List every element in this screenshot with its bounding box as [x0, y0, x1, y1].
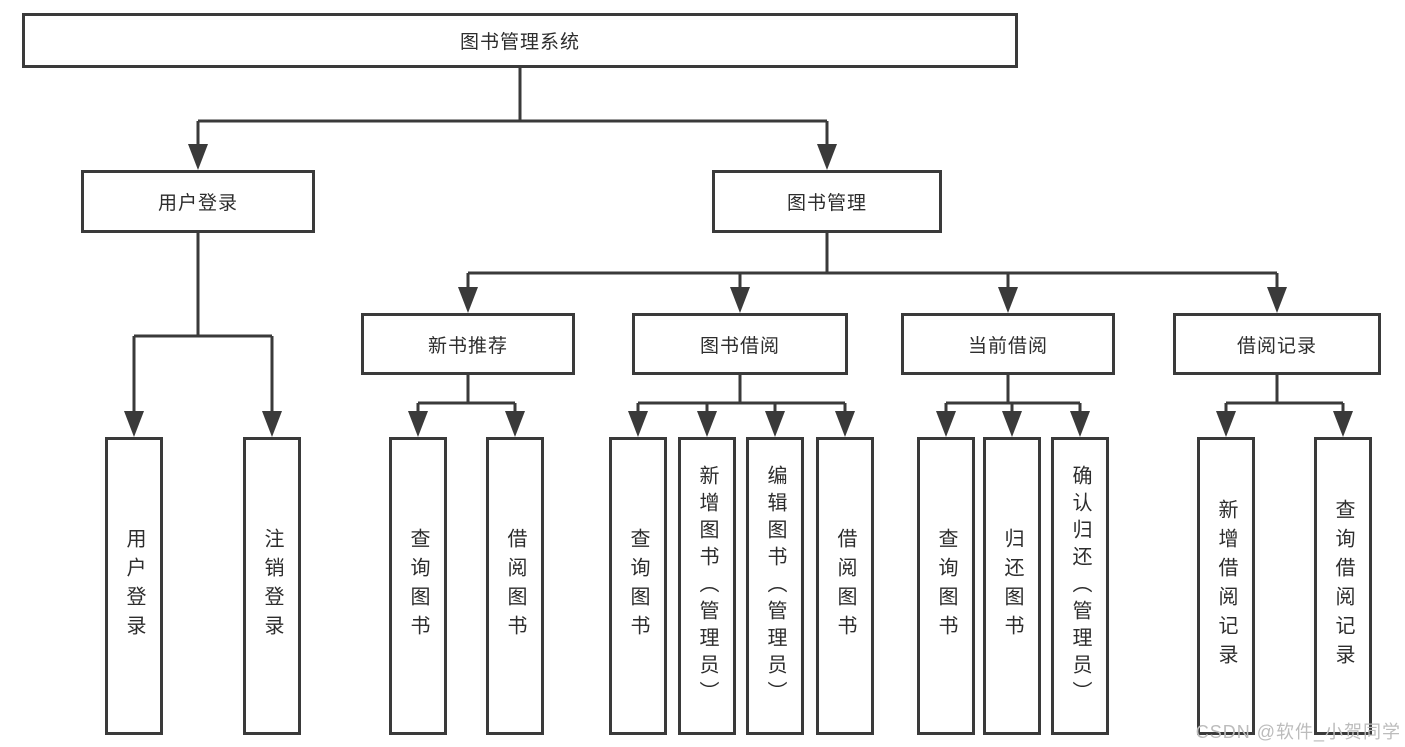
leaf-add-books-admin: 新增图书（管理员）: [678, 437, 736, 735]
leaf-query-books-current: 查询图书: [917, 437, 975, 735]
connector-root-to-level2: [196, 68, 829, 148]
leaf-query-borrow-record: 查询借阅记录: [1314, 437, 1372, 735]
node-current-borrowing: 当前借阅: [901, 313, 1115, 375]
leaf-query-books-newbook: 查询图书: [389, 437, 447, 735]
leaf-label: 注销登录: [261, 528, 283, 644]
leaf-label: 借阅图书: [504, 528, 526, 644]
leaf-label: 确认归还（管理员）: [1069, 464, 1091, 708]
connector-records-to-leaves: [1224, 375, 1345, 415]
leaf-label: 编辑图书（管理员）: [764, 464, 786, 708]
leaf-edit-books-admin: 编辑图书（管理员）: [746, 437, 804, 735]
leaf-user-login: 用户登录: [105, 437, 163, 735]
leaf-query-books-borrow: 查询图书: [609, 437, 667, 735]
connector-bookborrow-to-leaves: [636, 375, 847, 415]
connector-currentborrow-to-leaves: [944, 375, 1082, 415]
leaf-label: 查询图书: [627, 528, 649, 644]
connector-newbook-to-leaves: [416, 375, 517, 415]
csdn-watermark: CSDN @软件_小贺同学: [1195, 722, 1401, 742]
node-book-borrowing: 图书借阅: [632, 313, 848, 375]
leaf-label: 用户登录: [123, 528, 145, 644]
leaf-label: 查询借阅记录: [1332, 499, 1354, 673]
leaf-confirm-return-admin: 确认归还（管理员）: [1051, 437, 1109, 735]
leaf-borrow-books: 借阅图书: [816, 437, 874, 735]
leaf-label: 查询图书: [407, 528, 429, 644]
node-user-login: 用户登录: [81, 170, 315, 233]
leaf-borrow-books-newbook: 借阅图书: [486, 437, 544, 735]
connector-bookmgmt-to-level3: [466, 233, 1279, 291]
leaf-label: 新增借阅记录: [1215, 499, 1237, 673]
node-borrowing-records: 借阅记录: [1173, 313, 1381, 375]
leaf-return-books: 归还图书: [983, 437, 1041, 735]
leaf-label: 归还图书: [1001, 528, 1023, 644]
node-book-management: 图书管理: [712, 170, 942, 233]
leaf-label: 新增图书（管理员）: [696, 464, 718, 708]
leaf-label: 查询图书: [935, 528, 957, 644]
leaf-logout: 注销登录: [243, 437, 301, 735]
leaf-add-borrow-record: 新增借阅记录: [1197, 437, 1255, 735]
node-library-management-system: 图书管理系统: [22, 13, 1018, 68]
node-new-book-recommendation: 新书推荐: [361, 313, 575, 375]
leaf-label: 借阅图书: [834, 528, 856, 644]
connector-userlogin-to-leaves: [132, 233, 274, 415]
